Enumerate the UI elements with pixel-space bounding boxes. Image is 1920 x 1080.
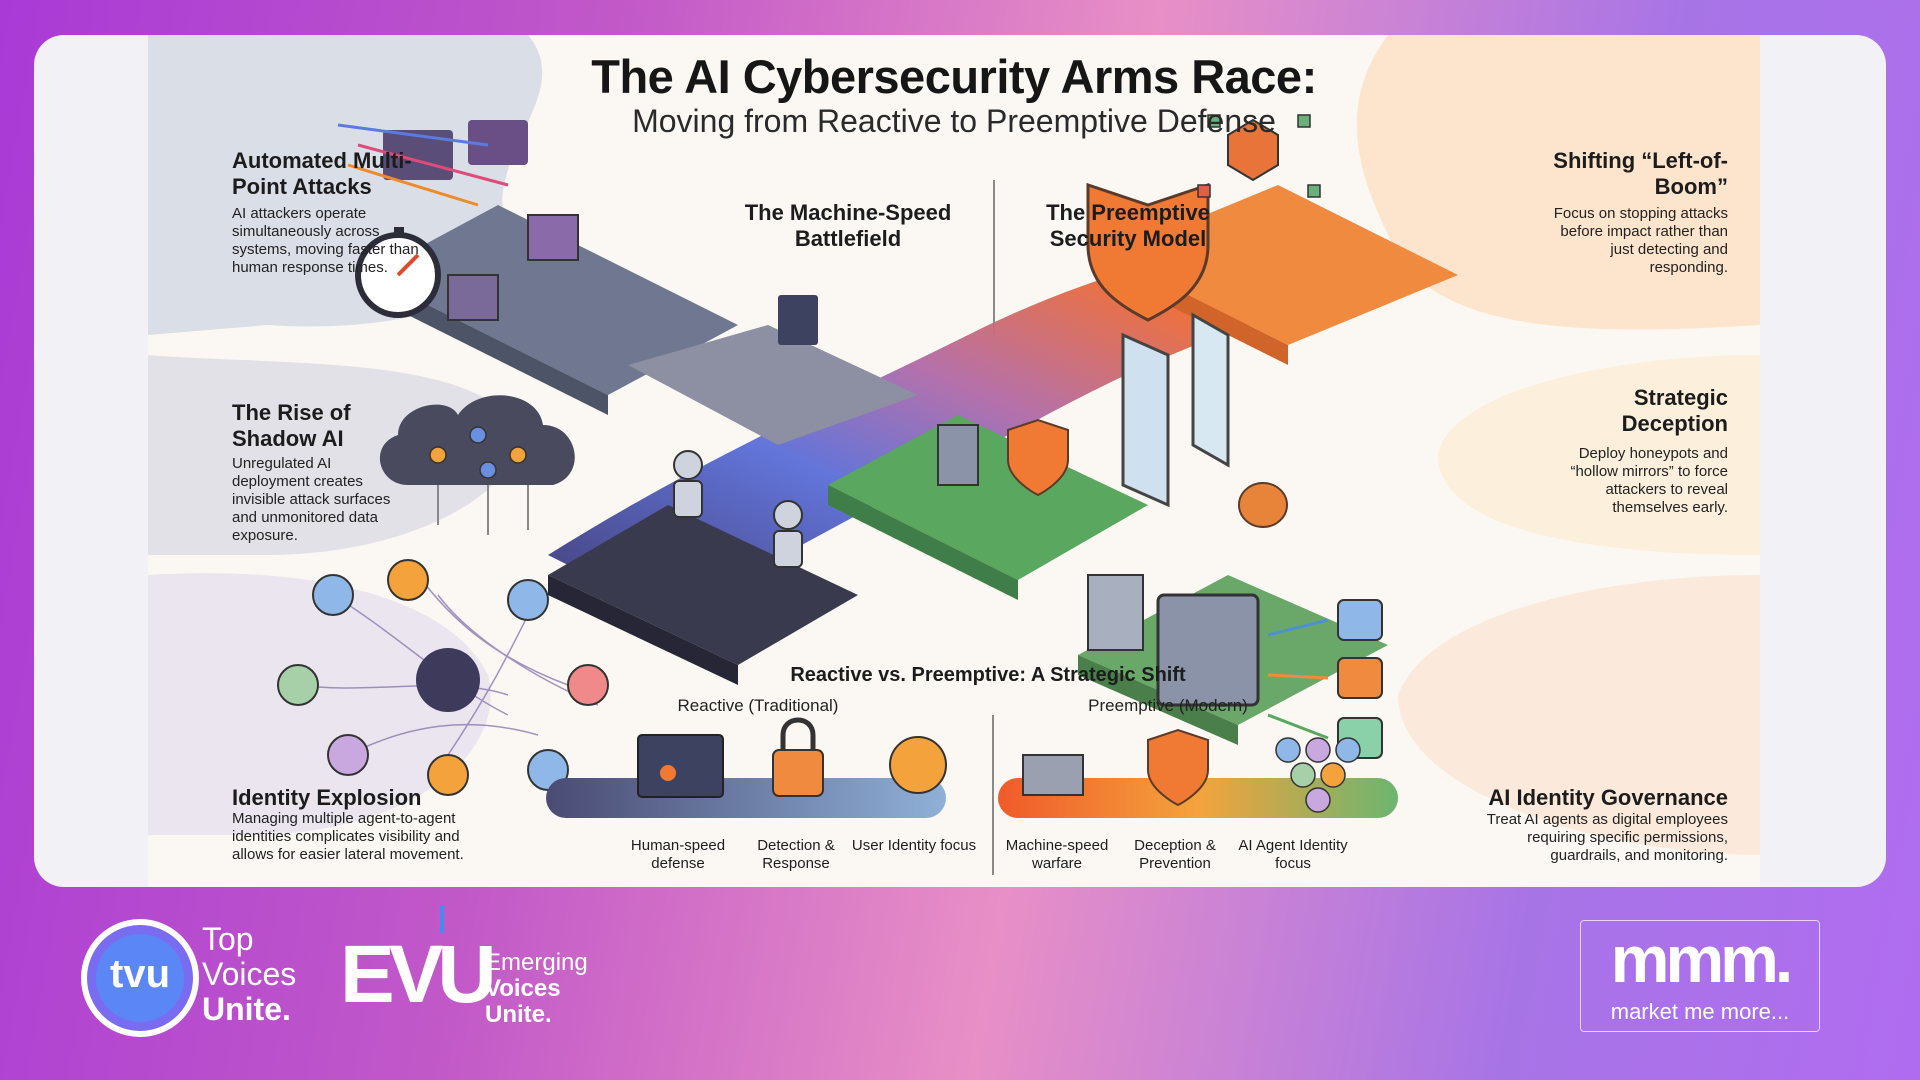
- reactive-item-2: Detection & Response: [757, 837, 835, 872]
- evu-mark: EVU: [340, 929, 497, 1020]
- padlock-icon: [772, 749, 824, 797]
- tvu-line-2: Voices: [202, 956, 297, 992]
- monitor-icon: [637, 734, 724, 798]
- main-title: The AI Cybersecurity Arms Race:: [591, 50, 1317, 103]
- reactive-bar: [546, 778, 946, 818]
- infographic-card: The AI Cybersecurity Arms Race: Moving f…: [34, 35, 1886, 887]
- subtitle: Moving from Reactive to Preemptive Defen…: [632, 103, 1276, 139]
- hexagon-network-icon: [1227, 118, 1279, 182]
- tvu-line-3: Unite.: [202, 991, 291, 1027]
- code-window-icon: [383, 130, 453, 180]
- center-left-heading: The Machine-Speed Battlefield: [744, 200, 952, 251]
- evu-wordmark: Emerging Voices Unite.: [485, 950, 588, 1028]
- tvu-line-1: Top: [202, 921, 254, 957]
- reactive-label: Reactive (Traditional): [677, 696, 839, 715]
- preemptive-item-2: Deception & Prevention: [1134, 837, 1216, 872]
- evu-arrow-icon: [440, 905, 456, 933]
- shield-icon: [1086, 182, 1210, 322]
- deception-shield-icon: [1147, 728, 1209, 807]
- preemptive-bar: [998, 778, 1398, 818]
- robot-icon: [673, 450, 803, 568]
- left-heading-3: Identity Explosion: [232, 785, 422, 810]
- identity-network-icon: [277, 559, 609, 796]
- reactive-item-3: User Identity focus: [851, 837, 977, 854]
- preemptive-item-3: AI Agent Identity focus: [1238, 837, 1348, 872]
- tvu-logo: tvu: [80, 918, 200, 1038]
- vault-icon: [1156, 593, 1260, 707]
- right-text-2: Deploy honeypots and “hollow mirrors” to…: [1570, 445, 1728, 516]
- mmm-mark: mmm.: [1610, 922, 1793, 996]
- mmm-tagline: market me more...: [1610, 999, 1790, 1024]
- reactive-item-1: Human-speed defense: [630, 837, 726, 872]
- evu-line-1: Emerging: [485, 949, 588, 976]
- honeypot-icon: [1238, 482, 1288, 528]
- server-cube-icon: [447, 274, 499, 321]
- right-text-3: Treat AI agents as digital employees req…: [1486, 811, 1728, 864]
- left-heading-1: Automated Multi-Point Attacks: [232, 148, 412, 199]
- left-text-3: Managing multiple agent-to-agent identit…: [232, 810, 464, 863]
- left-text-1: AI attackers operate simultaneously acro…: [232, 205, 419, 276]
- evu-line-2: Voices: [485, 975, 561, 1002]
- preemptive-label: Preemptive (Modern): [1088, 696, 1248, 715]
- right-heading-1: Shifting “Left-of-Boom”: [1553, 148, 1728, 199]
- illustration-layer: [148, 35, 1760, 875]
- brain-chip-icon: [778, 295, 818, 345]
- cannon-icon: [1022, 754, 1084, 796]
- user-icon: [889, 736, 947, 794]
- evu-line-3: Unite.: [485, 1001, 552, 1028]
- robot-agent-icon: [1337, 599, 1383, 641]
- agent-network-icon: [1275, 737, 1361, 813]
- right-heading-2: Strategic Deception: [1621, 385, 1728, 436]
- infographic: The AI Cybersecurity Arms Race: Moving f…: [148, 35, 1760, 887]
- comparison-title: Reactive vs. Preemptive: A Strategic Shi…: [790, 664, 1186, 686]
- tvu-mark: tvu: [110, 952, 170, 996]
- right-heading-3: AI Identity Governance: [1488, 785, 1728, 810]
- right-text-1: Focus on stopping attacks before impact …: [1553, 205, 1728, 276]
- mirror-icon: [1121, 332, 1170, 508]
- left-heading-2: The Rise of Shadow AI: [232, 400, 351, 451]
- preemptive-item-1: Machine-speed warfare: [1005, 837, 1109, 872]
- mmm-logo: mmm. market me more...: [1580, 920, 1820, 1032]
- tvu-wordmark: Top Voices Unite.: [202, 922, 296, 1027]
- left-text-2: Unregulated AI deployment creates invisi…: [232, 455, 391, 544]
- turret-icon: [937, 424, 979, 486]
- center-right-heading: The Preemptive Security Model: [1046, 200, 1210, 251]
